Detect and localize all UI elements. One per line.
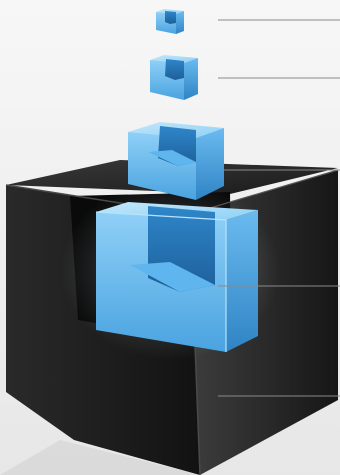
blue-cube-level-4 <box>95 202 258 352</box>
blue-cube-4-edge <box>95 211 227 352</box>
blue-cube-2-top <box>150 55 198 63</box>
blue-cube-2-right <box>184 58 198 100</box>
blue-cube-level-3 <box>128 122 224 200</box>
blue-cube-4-cutout-floor <box>130 262 215 292</box>
blue-cube-2-cutout <box>165 59 184 80</box>
blue-cube-1-cutout <box>165 11 176 24</box>
blue-cube-1-right <box>176 11 184 34</box>
blue-cube-level-2 <box>150 55 198 100</box>
floor-shadow <box>0 440 200 475</box>
blue-cube-level-1 <box>156 9 184 34</box>
blue-cube-3-right <box>196 128 224 200</box>
black-cube-edge <box>189 169 339 215</box>
callout-lines <box>218 19 340 397</box>
blue-cube-4-right <box>226 210 258 352</box>
blue-cube-3-cutout-floor <box>148 150 196 166</box>
